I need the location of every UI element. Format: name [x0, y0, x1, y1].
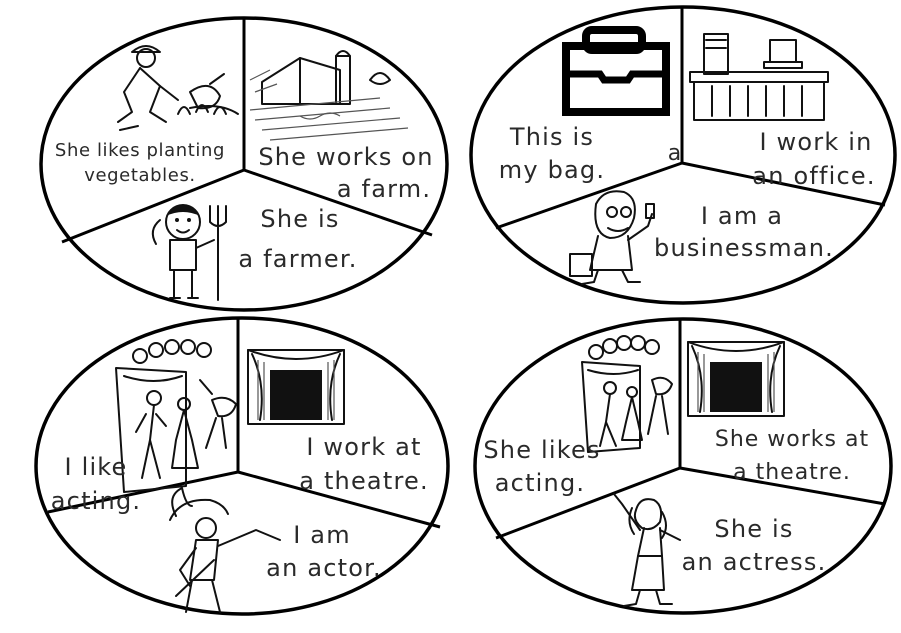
briefcase-icon [562, 26, 670, 116]
segment-text: acting. [495, 469, 585, 497]
segment-text: I work at [306, 433, 421, 461]
divider [243, 168, 433, 237]
divider [237, 470, 441, 529]
farm-icon [249, 50, 409, 141]
segment-text: This is [509, 123, 594, 151]
segment-text: vegetables. [84, 165, 196, 186]
divider [679, 466, 886, 506]
wheel-businessman: This is my bag. a I work in an office. I… [469, 5, 897, 305]
segment-text: She works on [258, 143, 433, 171]
stage-actors-icon [581, 335, 673, 453]
wheel-farmer: She likes planting vegetables. She works… [39, 16, 449, 312]
segment-text: I work in [759, 128, 872, 156]
theatre-curtain-icon [247, 349, 345, 425]
segment-text: an office. [752, 162, 875, 190]
segment-text: I am [293, 521, 351, 549]
theatre-curtain-icon [687, 341, 785, 417]
segment-text: She likes planting [55, 140, 225, 161]
segment-text: She is [714, 515, 793, 543]
divider [495, 161, 683, 230]
segment-text: a farmer. [238, 245, 357, 273]
segment-text: acting. [51, 487, 141, 515]
farmer-girl-icon [151, 204, 227, 301]
segment-text: businessman. [654, 234, 834, 262]
divider [47, 470, 239, 514]
segment-text: a theatre. [299, 467, 429, 495]
segment-text: I like [64, 453, 127, 481]
divider [495, 466, 681, 540]
segment-text: a farm. [337, 175, 431, 203]
wheel-actress: She likes acting. She works at a theatre… [473, 317, 893, 615]
segment-text: a theatre. [733, 460, 851, 485]
actor-icon [169, 487, 281, 613]
segment-text: She is [260, 205, 339, 233]
segment-text: She likes [483, 436, 600, 464]
segment-text: my bag. [499, 156, 605, 184]
gardener-icon [117, 45, 239, 131]
wheel-actor: I like acting. I work at a theatre. I am… [34, 316, 450, 616]
divider [61, 168, 245, 244]
businessman-icon [569, 190, 655, 285]
wheel-outline [473, 317, 893, 615]
segment-text: She works at [715, 427, 869, 452]
office-desk-icon [689, 33, 829, 121]
segment-text: an actress. [682, 548, 827, 576]
divider [681, 161, 886, 207]
stage-actors-icon [115, 339, 237, 493]
segment-text: an actor. [266, 554, 382, 582]
segment-text: I am a [701, 202, 783, 230]
actress-icon [613, 493, 681, 607]
stray-mark: a [668, 141, 682, 166]
